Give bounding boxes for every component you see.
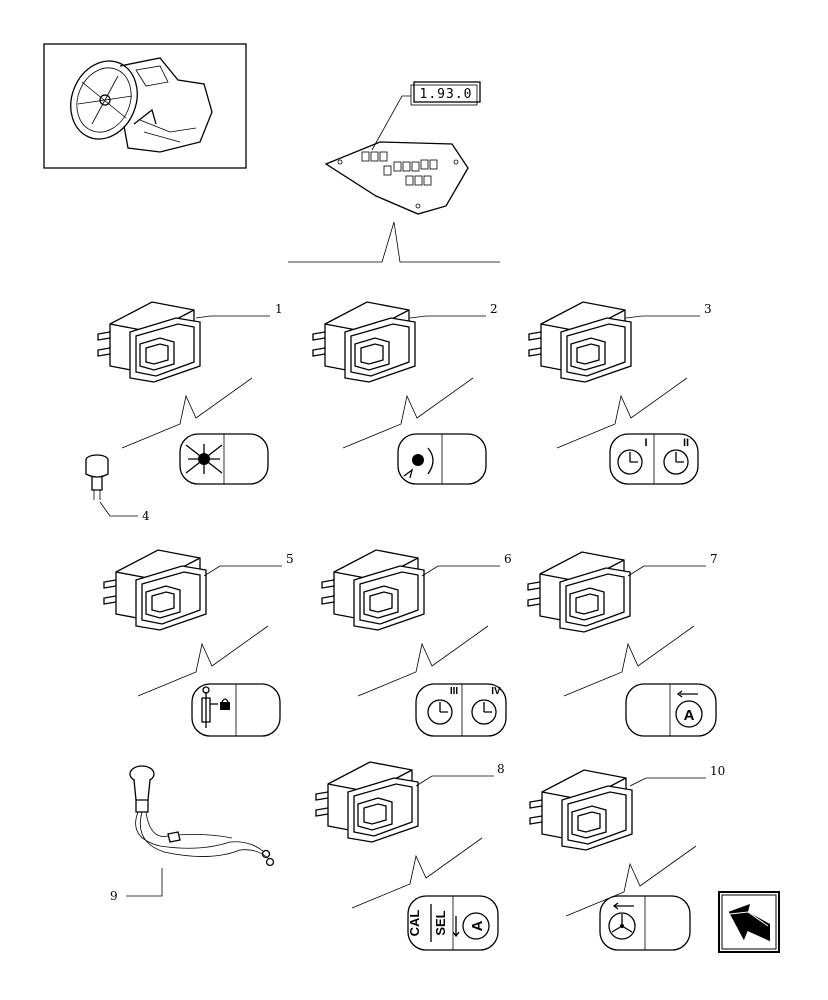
callout-5: 5: [286, 552, 294, 566]
symbol-cap-lift-lock: [191, 683, 281, 737]
symbol-cap-steering: [599, 895, 691, 951]
thumbnail-frame: [43, 43, 247, 169]
callout-1: 1: [275, 302, 283, 316]
label-sel: SEL: [433, 910, 448, 935]
switch-6: [321, 549, 425, 631]
reference-label: 1.93.0: [420, 87, 473, 102]
callout-3: 3: [704, 302, 712, 316]
callout-2: 2: [490, 302, 498, 316]
callout-8: 8: [497, 762, 505, 776]
switch-3: [528, 301, 632, 383]
symbol-cap-auto: A: [625, 683, 717, 737]
switch-8: [315, 761, 419, 843]
switch-7: [527, 551, 631, 633]
label-roman-3: III: [450, 686, 459, 697]
symbol-cap-timer-i-ii: I II: [609, 433, 699, 485]
switch-1: [97, 301, 201, 383]
navigation-arrow-icon[interactable]: [718, 891, 780, 953]
symbol-cap-horn: [397, 433, 487, 485]
label-auto-a2: A: [469, 920, 486, 931]
label-roman-2: II: [683, 437, 689, 449]
symbol-cap-differential-lock: [179, 433, 269, 485]
label-roman-4: IV: [491, 686, 501, 697]
callout-9: 9: [110, 889, 118, 903]
switch-10: [529, 769, 633, 851]
switch-2: [312, 301, 416, 383]
part-9-lamp-harness: [129, 765, 275, 867]
symbol-cap-cal-sel: CAL SEL A: [407, 895, 499, 951]
part-4-plug: [85, 454, 109, 500]
callout-10: 10: [710, 764, 725, 778]
label-auto-a: A: [684, 707, 695, 724]
label-cal: CAL: [407, 910, 422, 937]
callout-6: 6: [504, 552, 512, 566]
callout-4: 4: [142, 509, 150, 523]
reference-box: 1.93.0: [410, 81, 481, 106]
symbol-cap-timer-iii-iv: III IV: [415, 683, 507, 737]
tractor-cab-thumbnail-icon: [70, 57, 213, 153]
callout-7: 7: [710, 552, 718, 566]
switch-5: [103, 549, 207, 631]
label-roman-1: I: [644, 437, 647, 449]
fuse-panel: [324, 141, 469, 215]
